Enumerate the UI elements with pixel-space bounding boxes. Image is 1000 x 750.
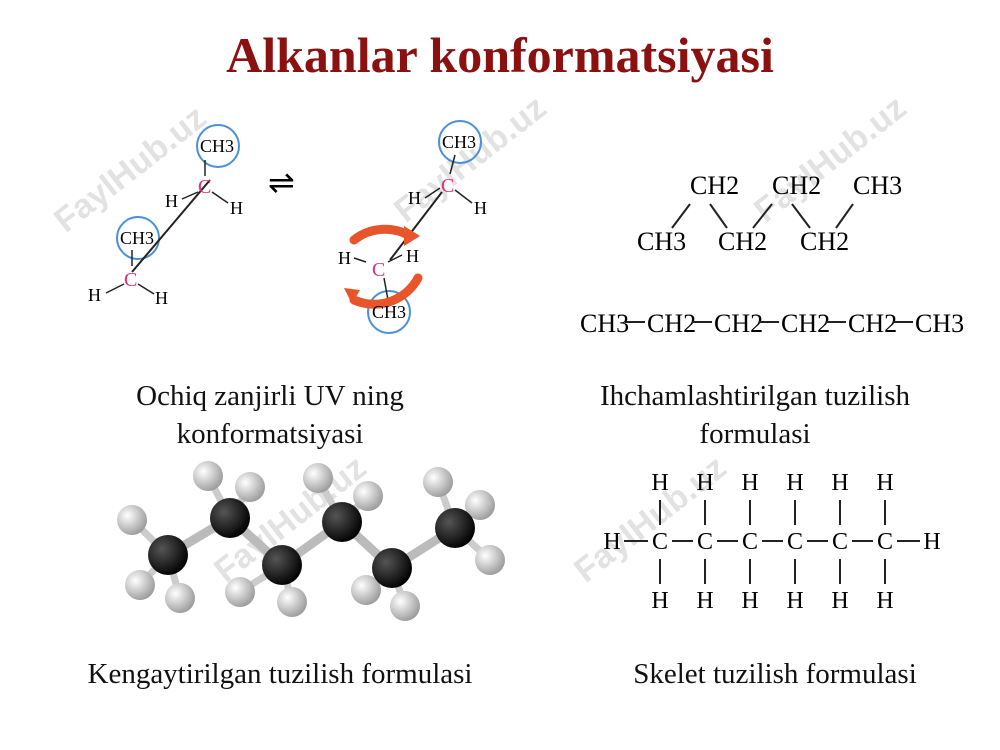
group-label: CH2: [647, 309, 696, 338]
group-label: CH2: [781, 309, 830, 338]
methyl-label: CH3: [200, 136, 234, 156]
hydrogen-label: H: [88, 285, 101, 305]
hydrogen-label: H: [165, 191, 178, 211]
caption-line: Ochiq zanjirli UV ning: [136, 380, 404, 412]
atom-label: H: [831, 588, 848, 614]
methyl-label: CH3: [120, 228, 154, 248]
hydrogen-label: H: [474, 198, 487, 218]
carbon-atom: [322, 502, 362, 542]
atom-label: H: [876, 588, 893, 614]
group-label: CH2: [848, 309, 897, 338]
hydrogen-label: H: [408, 188, 421, 208]
caption-skeletal: Skelet tuzilish formulasi: [633, 658, 917, 690]
atom-label: C: [832, 529, 848, 555]
atom-label: H: [603, 529, 620, 555]
page-title: Alkanlar konformatsiyasi: [226, 27, 774, 83]
hydrogen-atom: [351, 575, 381, 605]
carbon-atom: [210, 498, 250, 538]
structural-formula: H C H H C H H C H H C H H C H H C H H H: [603, 470, 940, 614]
hydrogen-atom: [277, 587, 307, 617]
methyl-label: CH3: [372, 302, 406, 322]
carbon-atom: [435, 508, 475, 548]
conformation-left: CH3 C H H CH3 C H H: [88, 124, 243, 308]
hydrogen-atom: [117, 505, 147, 535]
group-label: CH2: [800, 227, 849, 256]
hydrogen-atom: [193, 461, 223, 491]
caption-open-chain: Ochiq zanjirli UV ning konformatsiyasi: [60, 378, 480, 453]
group-label: CH2: [772, 171, 821, 200]
caption-line: konformatsiyasi: [176, 417, 364, 450]
atom-label: H: [696, 588, 713, 614]
carbon-atom: [372, 548, 412, 588]
group-label: CH3: [580, 309, 629, 338]
atom-label: H: [831, 470, 848, 496]
group-label: CH2: [718, 227, 767, 256]
group-label: CH3: [853, 171, 902, 200]
carbon-atom: [148, 535, 188, 575]
hydrogen-atom: [235, 472, 265, 502]
caption-condensed: Ihchamlashtirilgan tuzilish formulasi: [555, 378, 955, 453]
atom-label: H: [741, 470, 758, 496]
hydrogen-label: H: [155, 288, 168, 308]
group-label: CH3: [637, 227, 686, 256]
hydrogen-label: H: [406, 246, 419, 266]
hydrogen-atom: [423, 467, 453, 497]
condensed-linear: CH3 CH2 CH2 CH2 CH2 CH3: [580, 309, 964, 338]
caption-expanded: Kengaytirilgan tuzilish formulasi: [87, 658, 473, 690]
carbon-label: C: [372, 259, 385, 281]
carbon-label: C: [198, 176, 211, 198]
group-label: CH2: [690, 171, 739, 200]
equilibrium-arrow: ⇌: [268, 164, 295, 200]
atom-label: C: [697, 529, 713, 555]
atom-label: H: [741, 588, 758, 614]
atom-label: H: [786, 470, 803, 496]
hydrogen-label: H: [338, 248, 351, 268]
hydrogen-atom: [465, 490, 495, 520]
hydrogen-atom: [165, 583, 195, 613]
ball-stick-model: [117, 461, 505, 621]
atom-label: C: [652, 529, 668, 555]
hydrogen-atom: [390, 591, 420, 621]
hydrogen-atom: [303, 463, 333, 493]
atom-label: H: [651, 588, 668, 614]
hydrogen-label: H: [230, 198, 243, 218]
caption-line: Ihchamlashtirilgan tuzilish: [599, 380, 911, 412]
methyl-label: CH3: [442, 132, 476, 152]
hydrogen-atom: [353, 481, 383, 511]
atom-label: C: [787, 529, 803, 555]
caption-line: formulasi: [699, 417, 811, 450]
atom-label: H: [651, 470, 668, 496]
group-label: CH2: [714, 309, 763, 338]
conformation-right: CH3 C H H H C H CH3: [338, 120, 487, 334]
hydrogen-atom: [225, 577, 255, 607]
carbon-label: C: [124, 269, 137, 291]
hydrogen-atom: [125, 570, 155, 600]
hydrogen-atom: [475, 545, 505, 575]
atom-label: C: [742, 529, 758, 555]
carbon-label: C: [441, 175, 454, 197]
atom-label: H: [876, 470, 893, 496]
atom-label: C: [877, 529, 893, 555]
carbon-atom: [262, 545, 302, 585]
atom-label: H: [923, 529, 940, 555]
atom-label: H: [786, 588, 803, 614]
condensed-zigzag: CH2 CH2 CH3 CH3 CH2 CH2: [637, 171, 902, 256]
atom-label: H: [696, 470, 713, 496]
group-label: CH3: [915, 309, 964, 338]
